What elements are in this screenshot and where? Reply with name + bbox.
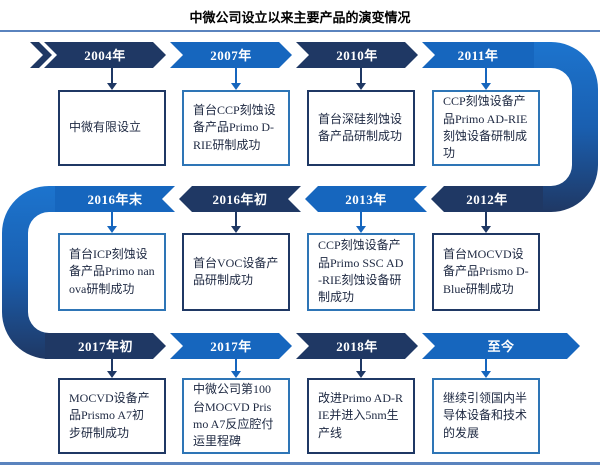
milestone-text: 首台MOCVD设备产品Prismo D-Blue研制成功 — [443, 246, 529, 296]
connector-arrow — [107, 359, 117, 378]
arrow-2013: 2013年 — [305, 186, 427, 212]
year-label: 2017年初 — [77, 338, 133, 354]
connector-arrow — [481, 359, 491, 378]
milestone-text: 首台CCP刻蚀设备产品Primo D-RIE研制成功 — [193, 102, 276, 152]
milestone-box-2010: 首台深硅刻蚀设备产品研制成功 — [307, 90, 415, 166]
milestone-box-2017: 中微公司第100台MOCVD Prismo A7反应腔付运里程碑 — [182, 378, 290, 454]
arrow-2017-start: 2017年初 — [45, 333, 166, 359]
connector-arrow — [356, 212, 366, 233]
arrow-2012: 2012年 — [431, 186, 543, 212]
arrow-2016-start: 2016年初 — [179, 186, 301, 212]
arrow-2011: 2011年 — [422, 42, 534, 68]
connector-arrow — [231, 68, 241, 90]
connector-arrow — [231, 359, 241, 378]
milestone-box-2012: 首台MOCVD设备产品Prismo D-Blue研制成功 — [432, 233, 540, 311]
milestone-box-2017-start: MOCVD设备产品Prismo A7初步研制成功 — [58, 378, 166, 454]
milestone-text: CCP刻蚀设备产品Primo SSC AD-RIE刻蚀设备研制成功 — [318, 238, 404, 305]
milestone-text: 中微有限设立 — [69, 120, 142, 135]
arrow-2017: 2017年 — [170, 333, 292, 359]
milestone-text: 首台深硅刻蚀设备产品研制成功 — [318, 111, 403, 143]
arrow-2007: 2007年 — [170, 42, 292, 68]
connector-arrow — [231, 212, 241, 233]
milestone-text: 首台ICP刻蚀设备产品Primo nanova研制成功 — [69, 246, 155, 296]
milestone-box-2011: CCP刻蚀设备产品Primo AD-RIE刻蚀设备研制成功 — [432, 90, 540, 166]
milestone-box-2018: 改进Primo AD-RIE并进入5nm生产线 — [307, 378, 415, 454]
connector-arrow — [356, 359, 366, 378]
left-curve — [2, 186, 72, 359]
milestone-box-2013: CCP刻蚀设备产品Primo SSC AD-RIE刻蚀设备研制成功 — [307, 233, 415, 311]
milestone-box-2004: 中微有限设立 — [58, 90, 166, 166]
milestone-text: 中微公司第100台MOCVD Prismo A7反应腔付运里程碑 — [193, 382, 274, 449]
year-label: 2007年 — [210, 47, 252, 63]
year-label: 至今 — [487, 338, 515, 354]
year-label: 2013年 — [345, 191, 387, 207]
arrow-2004: 2004年 — [44, 42, 166, 68]
year-label: 2016年末 — [87, 191, 143, 207]
milestone-text: CCP刻蚀设备产品Primo AD-RIE刻蚀设备研制成功 — [443, 94, 528, 161]
year-label: 2011年 — [457, 47, 499, 63]
bottom-rule — [0, 462, 600, 465]
milestone-box-2016-end: 首台ICP刻蚀设备产品Primo nanova研制成功 — [58, 233, 166, 311]
year-label: 2012年 — [466, 191, 508, 207]
arrow-2018: 2018年 — [296, 333, 418, 359]
year-label: 2017年 — [210, 338, 252, 354]
connector-arrow — [107, 68, 117, 90]
connector-arrow — [107, 212, 117, 233]
arrow-2010: 2010年 — [296, 42, 418, 68]
arrow-now: 至今 — [422, 333, 580, 359]
milestone-box-2016-start: 首台VOC设备产品研制成功 — [182, 233, 290, 311]
diagram-title: 中微公司设立以来主要产品的演变情况 — [189, 10, 411, 25]
connector-arrow — [356, 68, 366, 90]
milestone-text: 改进Primo AD-RIE并进入5nm生产线 — [318, 390, 404, 440]
year-label: 2016年初 — [212, 191, 268, 207]
connector-arrow — [481, 68, 491, 90]
milestone-text: 首台VOC设备产品研制成功 — [193, 255, 279, 287]
right-curve — [528, 42, 598, 212]
year-label: 2018年 — [336, 338, 378, 354]
milestone-box-2007: 首台CCP刻蚀设备产品Primo D-RIE研制成功 — [182, 90, 290, 166]
year-label: 2010年 — [336, 47, 378, 63]
arrow-2016-end: 2016年末 — [55, 186, 175, 212]
connector-arrow — [481, 212, 491, 233]
milestone-text: 继续引领国内半导体设备和技术的发展 — [443, 390, 528, 440]
top-rule — [0, 30, 600, 32]
milestone-text: MOCVD设备产品Prismo A7初步研制成功 — [69, 390, 150, 440]
milestone-box-now: 继续引领国内半导体设备和技术的发展 — [432, 378, 540, 454]
year-label: 2004年 — [84, 47, 126, 63]
